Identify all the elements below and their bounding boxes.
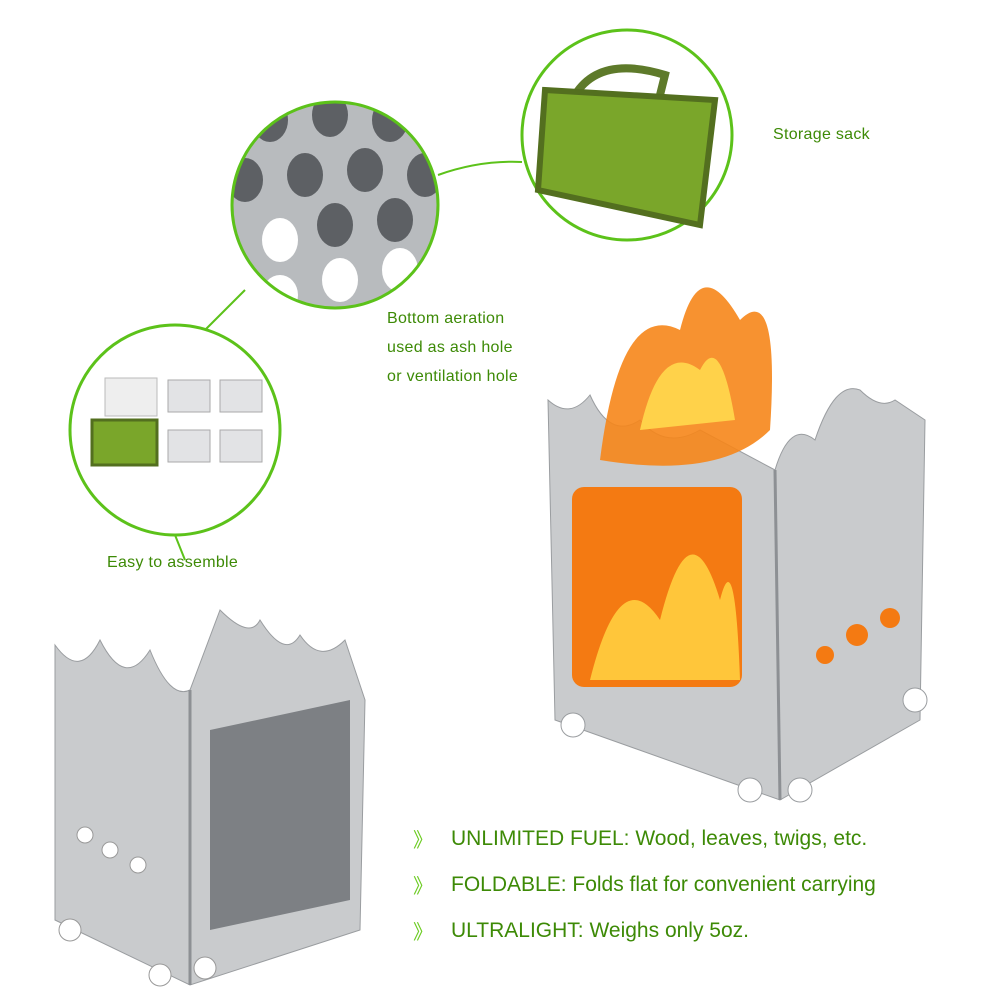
aeration-label-line-2: used as ash hole [387, 339, 513, 356]
double-chevron-icon: 》 [413, 876, 433, 898]
aeration-label-line-3: or ventilation hole [387, 368, 519, 385]
assemble-label: Easy to assemble [107, 554, 239, 571]
aeration-detail-circle [230, 100, 440, 310]
feature-text: FOLDABLE: Folds flat for convenient carr… [451, 872, 876, 896]
stove-with-fire [547, 287, 928, 803]
connector-line [204, 289, 246, 331]
double-chevron-icon: 》 [413, 922, 433, 944]
storage-sack-label: Storage sack [773, 126, 870, 143]
stove-assembled [54, 609, 366, 987]
assemble-parts-circle [68, 323, 282, 537]
feature-item: 》 ULTRALIGHT: Weighs only 5oz. [413, 916, 749, 945]
aeration-label-line-1: Bottom aeration [387, 310, 505, 327]
connector-line [174, 534, 186, 561]
feature-item: 》 UNLIMITED FUEL: Wood, leaves, twigs, e… [413, 824, 867, 853]
double-chevron-icon: 》 [413, 830, 433, 852]
feature-item: 》 FOLDABLE: Folds flat for convenient ca… [413, 870, 876, 899]
feature-text: ULTRALIGHT: Weighs only 5oz. [451, 918, 749, 942]
feature-text: UNLIMITED FUEL: Wood, leaves, twigs, etc… [451, 826, 868, 850]
storage-sack-circle [520, 28, 734, 242]
connector-line [437, 160, 523, 176]
